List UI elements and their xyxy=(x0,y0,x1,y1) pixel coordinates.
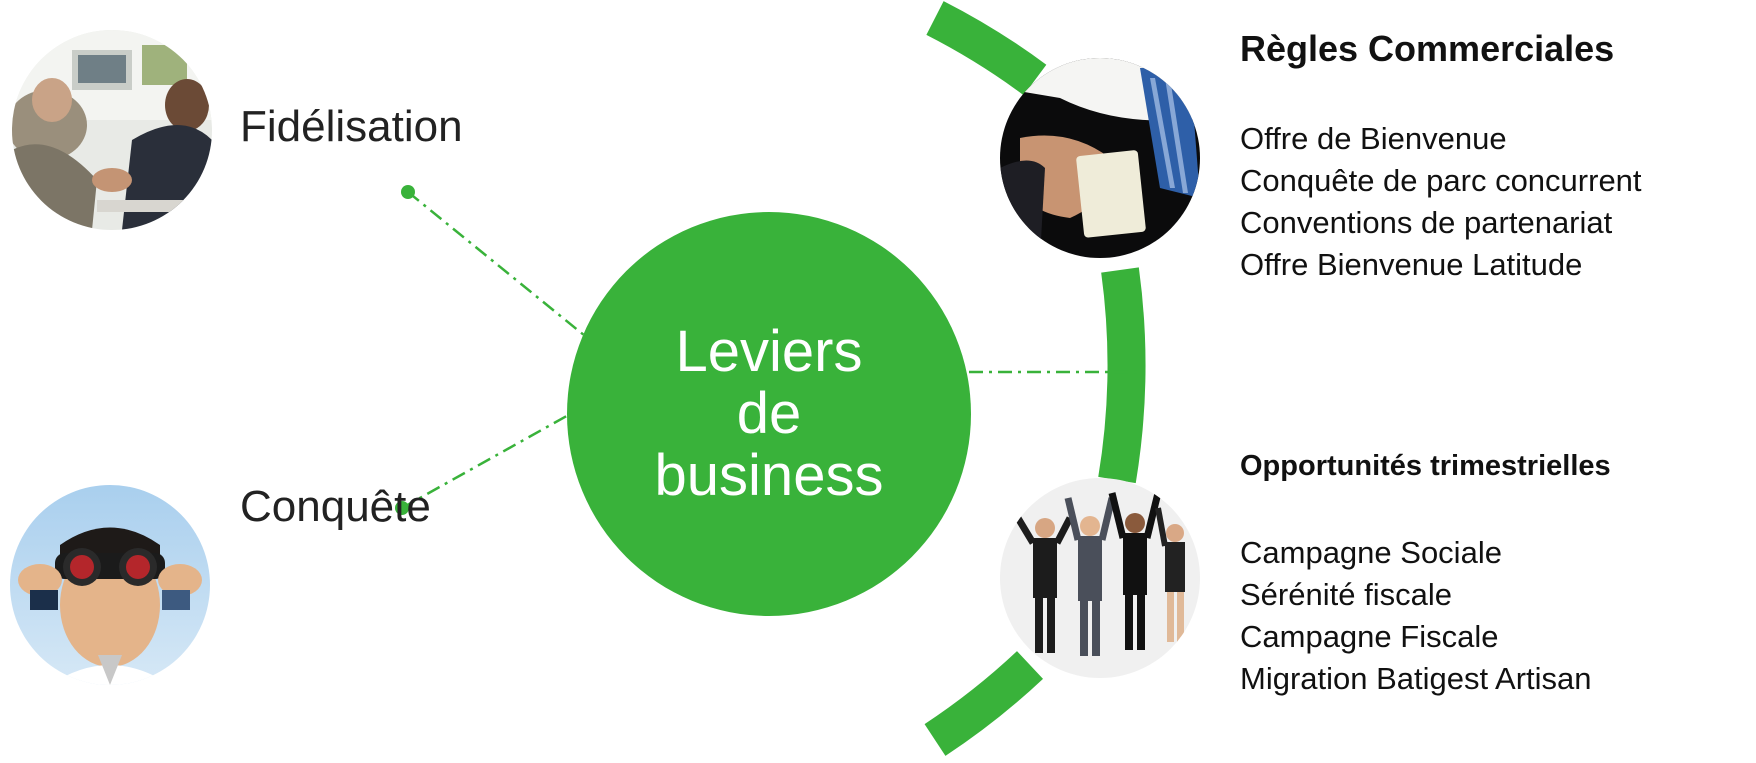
green-arc-bottom xyxy=(924,651,1044,756)
center-circle: Leviers de business xyxy=(567,212,971,616)
connector-dot-conquete xyxy=(395,501,409,515)
list-item: Migration Batigest Artisan xyxy=(1240,661,1592,696)
list-item: Offre Bienvenue Latitude xyxy=(1240,247,1583,282)
opportunites-list: Campagne Sociale Sérénité fiscale Campag… xyxy=(1240,532,1592,700)
list-item: Conquête de parc concurrent xyxy=(1240,163,1642,198)
connector-fidelisation xyxy=(407,191,591,341)
list-item: Sérénité fiscale xyxy=(1240,577,1452,612)
connector-conquete xyxy=(401,411,573,510)
list-item: Conventions de partenariat xyxy=(1240,205,1613,240)
connector-dot-fidelisation xyxy=(401,185,415,199)
binoculars-photo-icon xyxy=(10,485,210,685)
center-title: Leviers de business xyxy=(619,321,919,507)
business-card-photo-icon xyxy=(1000,58,1200,258)
handshake-photo-icon xyxy=(12,30,212,230)
list-item: Offre de Bienvenue xyxy=(1240,121,1507,156)
jumping-team-photo-icon xyxy=(1000,478,1200,678)
list-item: Campagne Sociale xyxy=(1240,535,1502,570)
center-title-line2: de xyxy=(736,381,802,446)
fidelisation-label: Fidélisation xyxy=(240,102,463,151)
center-title-line1: Leviers xyxy=(675,319,863,384)
list-item: Campagne Fiscale xyxy=(1240,619,1499,654)
regles-list: Offre de Bienvenue Conquête de parc conc… xyxy=(1240,118,1642,286)
regles-title: Règles Commerciales xyxy=(1240,28,1615,69)
opportunites-title: Opportunités trimestrielles xyxy=(1240,450,1611,482)
conquete-label: Conquête xyxy=(240,482,431,531)
green-arc-top xyxy=(926,1,1047,96)
center-title-line3: business xyxy=(654,443,884,508)
green-arc-middle xyxy=(1098,267,1146,484)
